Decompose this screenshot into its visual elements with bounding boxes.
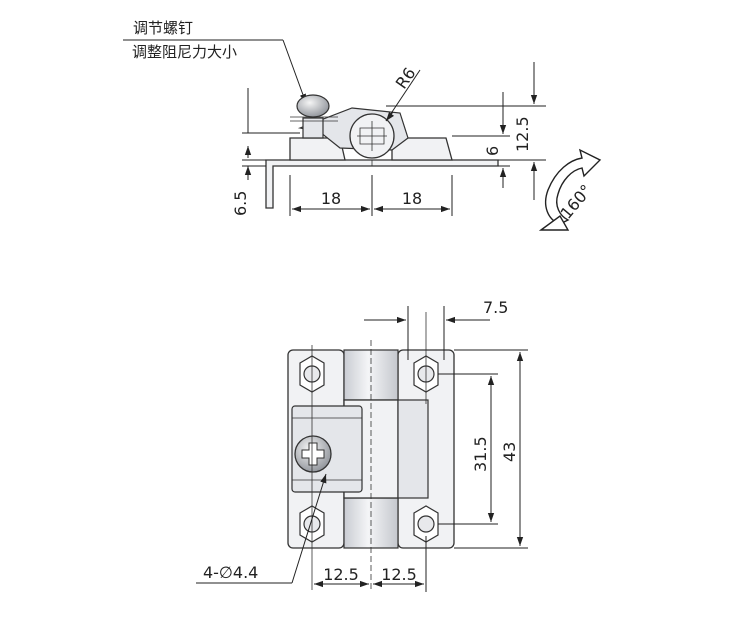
callout-line-2: 调整阻尼力大小 bbox=[132, 43, 237, 61]
side-base-plate bbox=[265, 159, 499, 209]
hole-bottom-right-icon bbox=[413, 505, 439, 543]
dim-right-width-label: 18 bbox=[402, 189, 422, 208]
damper-cover bbox=[397, 399, 429, 499]
rotation-label: 160° bbox=[557, 181, 596, 223]
dim-bottom-left-label: 12.5 bbox=[323, 565, 359, 584]
dim-left-width-label: 18 bbox=[321, 189, 341, 208]
hole-callout-leader bbox=[291, 473, 327, 584]
knuckle-hex bbox=[359, 127, 385, 145]
rotation-arrow-tail-icon bbox=[538, 214, 570, 231]
dim-bottom-right-label: 12.5 bbox=[381, 565, 417, 584]
dim-offset-label: 6.5 bbox=[231, 191, 250, 216]
hole-callout-label: 4-∅4.4 bbox=[203, 563, 258, 582]
dim-height-label: 12.5 bbox=[513, 116, 532, 152]
front-view: 7.5 31.5 43 12.5 12.5 4-∅4.4 bbox=[196, 298, 528, 592]
screw-head-icon bbox=[296, 94, 330, 118]
dim-thickness-label: 6 bbox=[483, 146, 502, 156]
side-view: 调节螺钉 调整阻尼力大小 6.5 bbox=[123, 19, 602, 231]
callout-line-1: 调节螺钉 bbox=[133, 19, 193, 37]
dim-top-offset-label: 7.5 bbox=[483, 298, 508, 317]
radius-label: R6 bbox=[392, 64, 420, 92]
radius-arrow bbox=[385, 111, 395, 122]
dim-hole-spacing-label: 31.5 bbox=[471, 436, 490, 472]
knuckle-top bbox=[343, 349, 399, 401]
dim-total-height-label: 43 bbox=[500, 442, 519, 462]
right-leaf-body bbox=[391, 137, 453, 161]
screw-shank bbox=[302, 117, 324, 139]
phillips-cross-icon bbox=[301, 442, 325, 466]
callout-leader bbox=[282, 39, 307, 104]
rotation-arrow-icon bbox=[544, 148, 602, 225]
